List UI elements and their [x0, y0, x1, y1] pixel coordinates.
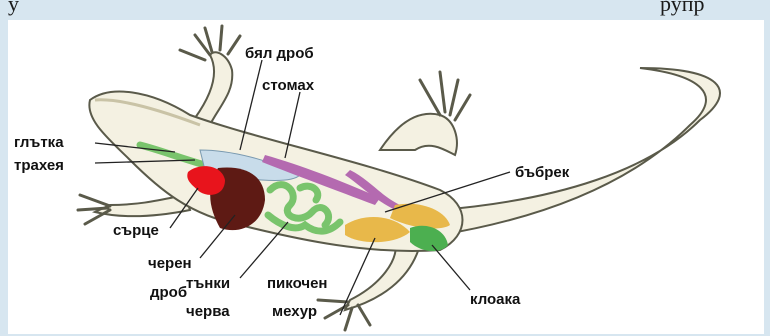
label-kidney: бъбрек	[515, 164, 570, 181]
label-intestine-line2: черва	[186, 303, 230, 320]
label-lung: бял дроб	[245, 45, 314, 62]
label-pharynx: глътка	[14, 134, 64, 151]
label-liver-line1: черен	[148, 255, 192, 272]
label-cloaca: клоака	[470, 291, 521, 308]
label-intestine-line1: тънки	[186, 275, 230, 292]
label-trachea: трахея	[14, 157, 64, 174]
label-bladder-line1: пикочен	[267, 275, 328, 292]
label-liver-line2: дроб	[150, 284, 187, 301]
label-bladder-line2: мехур	[272, 303, 317, 320]
label-heart: сърце	[113, 222, 159, 239]
label-stomach: стомах	[262, 77, 315, 94]
